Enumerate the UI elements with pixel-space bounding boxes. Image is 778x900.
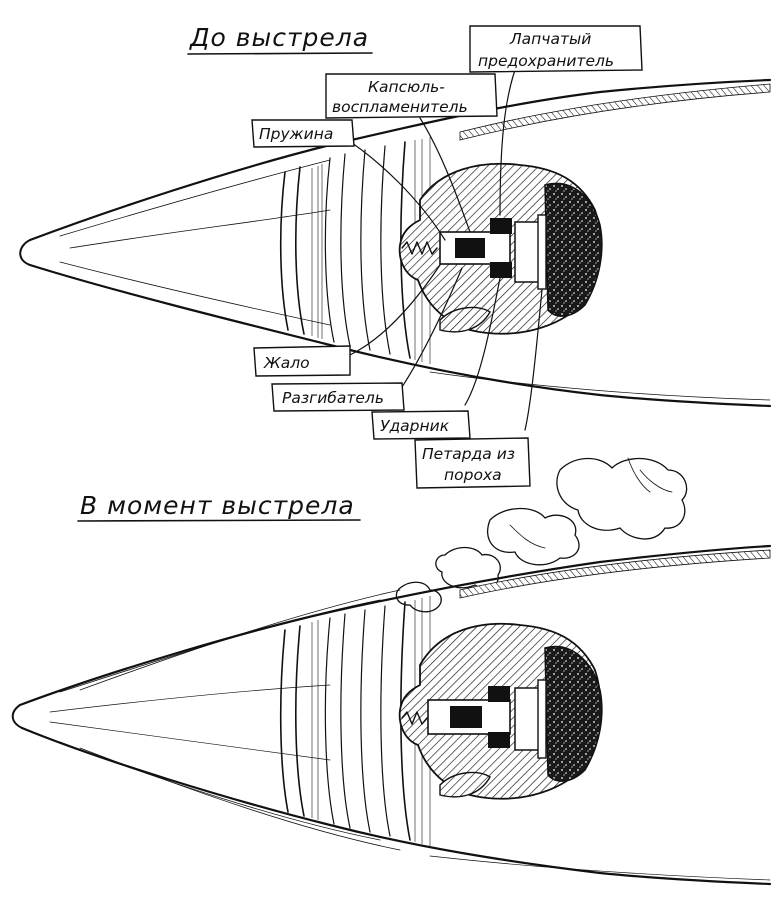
title-before-underline bbox=[187, 52, 373, 55]
title-during-underline bbox=[77, 519, 361, 522]
projectile-top-lower-edge bbox=[28, 263, 772, 408]
label-petarda: Петарда из пороха bbox=[414, 437, 531, 489]
label-zhalo-text: Жало bbox=[263, 354, 310, 372]
label-kapsul: Капсюль- воспламенитель bbox=[325, 73, 498, 119]
label-razgibatel-text: Разгибатель bbox=[282, 389, 384, 407]
label-pruzhina-text: Пружина bbox=[259, 125, 333, 143]
projectile-top bbox=[19, 78, 772, 408]
projectile-bottom-tip bbox=[11, 704, 23, 729]
label-kapsul-line1: Капсюль- bbox=[368, 78, 445, 96]
projectile-bottom-lower-edge bbox=[20, 726, 772, 886]
label-petarda-line2: пороха bbox=[444, 466, 502, 484]
label-kapsul-line2: воспламенитель bbox=[332, 98, 468, 116]
label-lapchaty-line2: предохранитель bbox=[478, 52, 614, 70]
projectile-top-tip bbox=[19, 239, 31, 266]
petard-top bbox=[544, 182, 603, 317]
smoke-clouds bbox=[395, 457, 688, 613]
label-razgibatel: Разгибатель bbox=[271, 382, 405, 412]
label-petarda-line1: Петарда из bbox=[422, 445, 515, 463]
title-before: До выстрела bbox=[189, 23, 369, 52]
projectile-top-upper-edge bbox=[28, 78, 772, 242]
spring-top bbox=[401, 241, 438, 255]
title-during: В момент выстрела bbox=[80, 491, 355, 520]
petard-bottom bbox=[544, 645, 603, 782]
label-pruzhina: Пружина bbox=[251, 119, 355, 148]
label-udarnik-text: Ударник bbox=[380, 417, 450, 435]
label-lapchaty-line1: Лапчатый bbox=[509, 30, 591, 48]
projectile-bottom bbox=[11, 544, 772, 886]
spring-bottom bbox=[401, 711, 428, 725]
label-lapchaty: Лапчатый предохранитель bbox=[469, 25, 643, 73]
label-udarnik: Ударник bbox=[371, 410, 471, 440]
label-zhalo: Жало bbox=[253, 345, 351, 377]
projectile-bottom-upper-edge bbox=[18, 544, 772, 707]
